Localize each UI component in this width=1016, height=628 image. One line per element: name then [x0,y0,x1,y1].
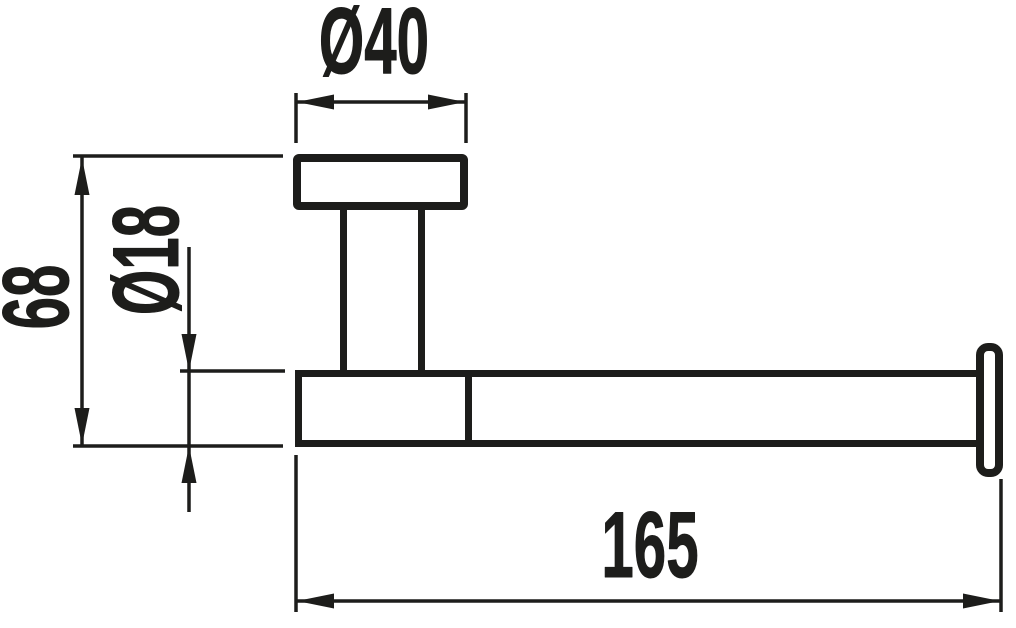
arrowhead-down-icon [181,334,197,371]
arrowhead-left-icon [297,94,334,110]
dim-length: 165 [294,455,1003,612]
end-cap [976,343,1003,477]
dim-label-height: 68 [0,265,88,330]
arrowhead-up-icon [181,446,197,483]
arrowhead-down-icon [74,408,90,445]
arrowhead-right-icon [428,94,465,110]
dim-height: 68 [0,154,283,448]
product-outline [293,154,1003,477]
arrowhead-right-icon [963,593,1000,609]
arrowhead-left-icon [297,593,334,609]
arrowhead-up-icon [74,158,90,195]
dim-plate-diameter: Ø40 [294,0,468,143]
wall-plate [293,154,468,210]
dim-label-bar-diameter: Ø18 [93,205,199,315]
dim-label-plate-diameter: Ø40 [319,0,429,93]
dim-bar-diameter: Ø18 [92,205,285,512]
holder-bar [295,370,978,447]
dim-label-length: 165 [601,492,698,598]
